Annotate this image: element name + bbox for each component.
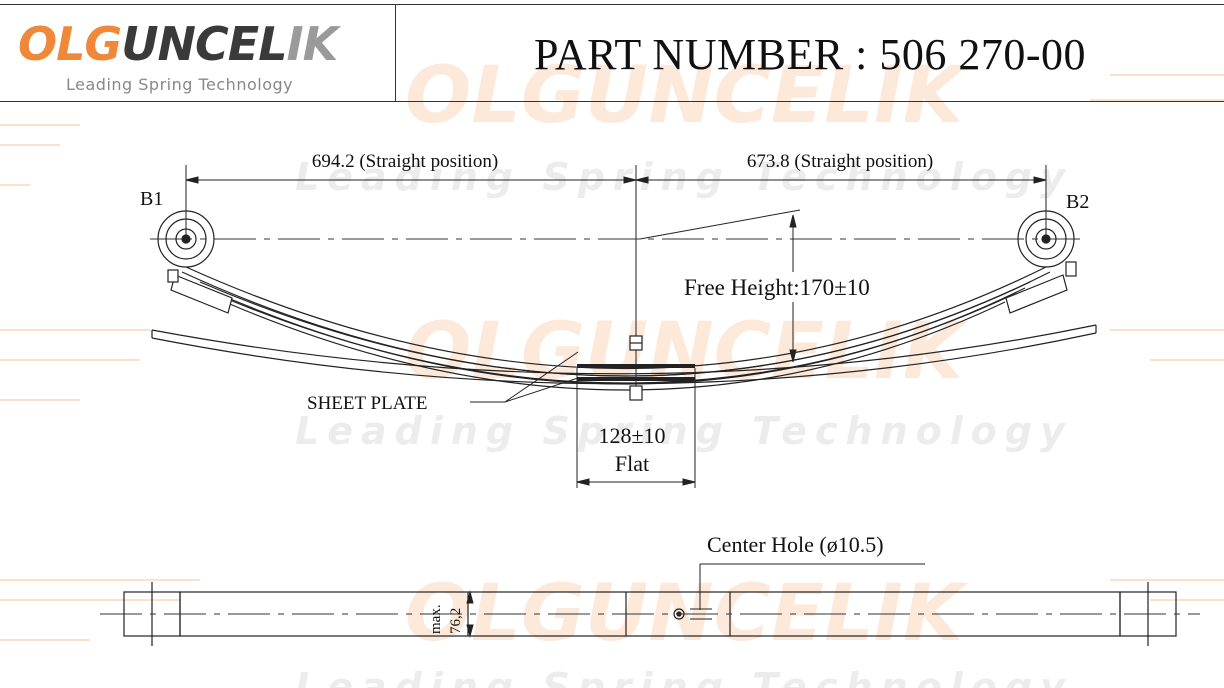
watermark-tagline: Leading Spring Technology — [295, 155, 1073, 199]
eye-b1 — [157, 210, 215, 268]
free-height-label-bg — [682, 272, 908, 302]
part-number-title: PART NUMBER : 506 270-00 — [533, 30, 1087, 79]
eye-right-label: B2 — [1066, 191, 1089, 213]
brand-logo: OLGUNCELIK — [18, 9, 339, 79]
dim-right-label: 673.8 (Straight position) — [747, 151, 933, 172]
eye-b2 — [1017, 210, 1075, 268]
sheet-plates — [577, 364, 695, 381]
watermark-layer: OLGUNCELIK OLGUNCELIK OLGUNCELIK Leading… — [295, 51, 1073, 688]
max-width-dimension — [466, 590, 474, 638]
logo-part-olg: OLG — [18, 17, 122, 71]
sheet-plate-leader — [470, 351, 579, 403]
free-height-label: Free Height:170±10 — [684, 275, 870, 300]
top-dimension — [185, 165, 1047, 395]
watermark-brand: OLGUNCELIK — [405, 51, 969, 141]
logo-part-ik: IK — [286, 17, 339, 71]
clamp-left — [167, 269, 233, 314]
center-hole-leader — [690, 563, 925, 620]
logo-part-uncel: UNCEL — [121, 17, 287, 71]
flat-value: 128±10 — [598, 423, 665, 448]
watermark-tagline: Leading Spring Technology — [295, 665, 1073, 688]
sheet-plate-label: SHEET PLATE — [307, 393, 428, 414]
clamp-right — [1005, 261, 1077, 314]
watermark-stripes — [0, 74, 1224, 641]
center-bolt — [629, 335, 643, 401]
max-value: 76,2 — [448, 608, 464, 634]
dim-left-label: 694.2 (Straight position) — [312, 151, 498, 172]
flat-dimension — [576, 368, 696, 488]
title-block: OLGUNCELIK Leading Spring Technology PAR… — [0, 4, 1224, 102]
logo-box: OLGUNCELIK Leading Spring Technology — [0, 5, 396, 101]
logo-tagline: Leading Spring Technology — [66, 75, 294, 94]
watermark-tagline: Leading Spring Technology — [295, 409, 1073, 453]
center-hole-label: Center Hole (ø10.5) — [707, 532, 884, 557]
flat-label: Flat — [615, 451, 649, 476]
watermark-brand: OLGUNCELIK — [405, 307, 969, 397]
spring-leaves — [151, 266, 1097, 391]
eye-left-label: B1 — [140, 188, 163, 210]
max-label: max. — [428, 604, 444, 634]
